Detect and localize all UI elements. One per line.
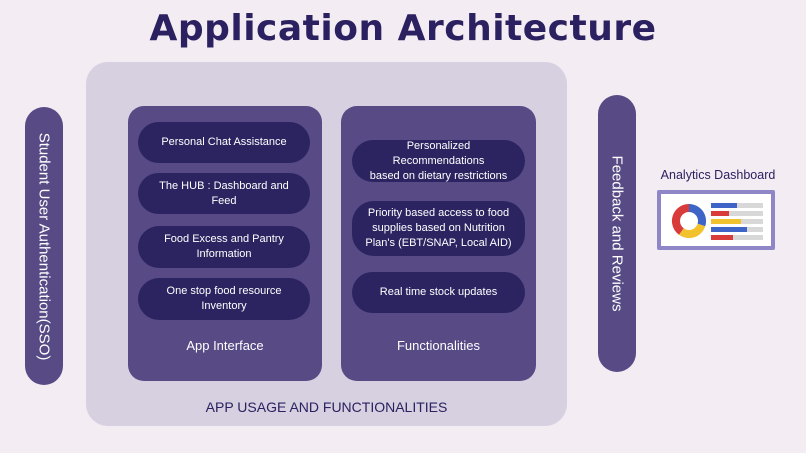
functionality-item: Real time stock updates bbox=[352, 272, 525, 313]
feedback-bar: Feedback and Reviews bbox=[598, 95, 636, 372]
student-auth-bar: Student User Authentication(SSO) bbox=[25, 107, 63, 385]
functionality-item: Priority based access to food supplies b… bbox=[352, 201, 525, 256]
diagram-title: Application Architecture bbox=[149, 8, 657, 49]
app-interface-item: The HUB : Dashboard and Feed bbox=[138, 173, 310, 214]
app-interface-item: Personal Chat Assistance bbox=[138, 122, 310, 163]
app-usage-label: APP USAGE AND FUNCTIONALITIES bbox=[205, 399, 448, 415]
functionalities-panel: Personalized Recommendations based on di… bbox=[341, 106, 536, 381]
functionality-item: Personalized Recommendations based on di… bbox=[352, 140, 525, 182]
app-interface-panel: Personal Chat Assistance The HUB : Dashb… bbox=[128, 106, 322, 381]
analytics-dashboard-icon bbox=[657, 190, 775, 250]
feedback-label: Feedback and Reviews bbox=[608, 155, 626, 312]
app-interface-item: One stop food resource Inventory bbox=[138, 278, 310, 320]
student-auth-label: Student User Authentication(SSO) bbox=[35, 132, 53, 360]
app-interface-label: App Interface bbox=[186, 338, 264, 353]
functionalities-label: Functionalities bbox=[396, 338, 481, 353]
app-interface-item: Food Excess and Pantry Information bbox=[138, 226, 310, 268]
analytics-chart-icon bbox=[671, 203, 763, 240]
analytics-dashboard-label: Analytics Dashboard bbox=[660, 168, 776, 182]
